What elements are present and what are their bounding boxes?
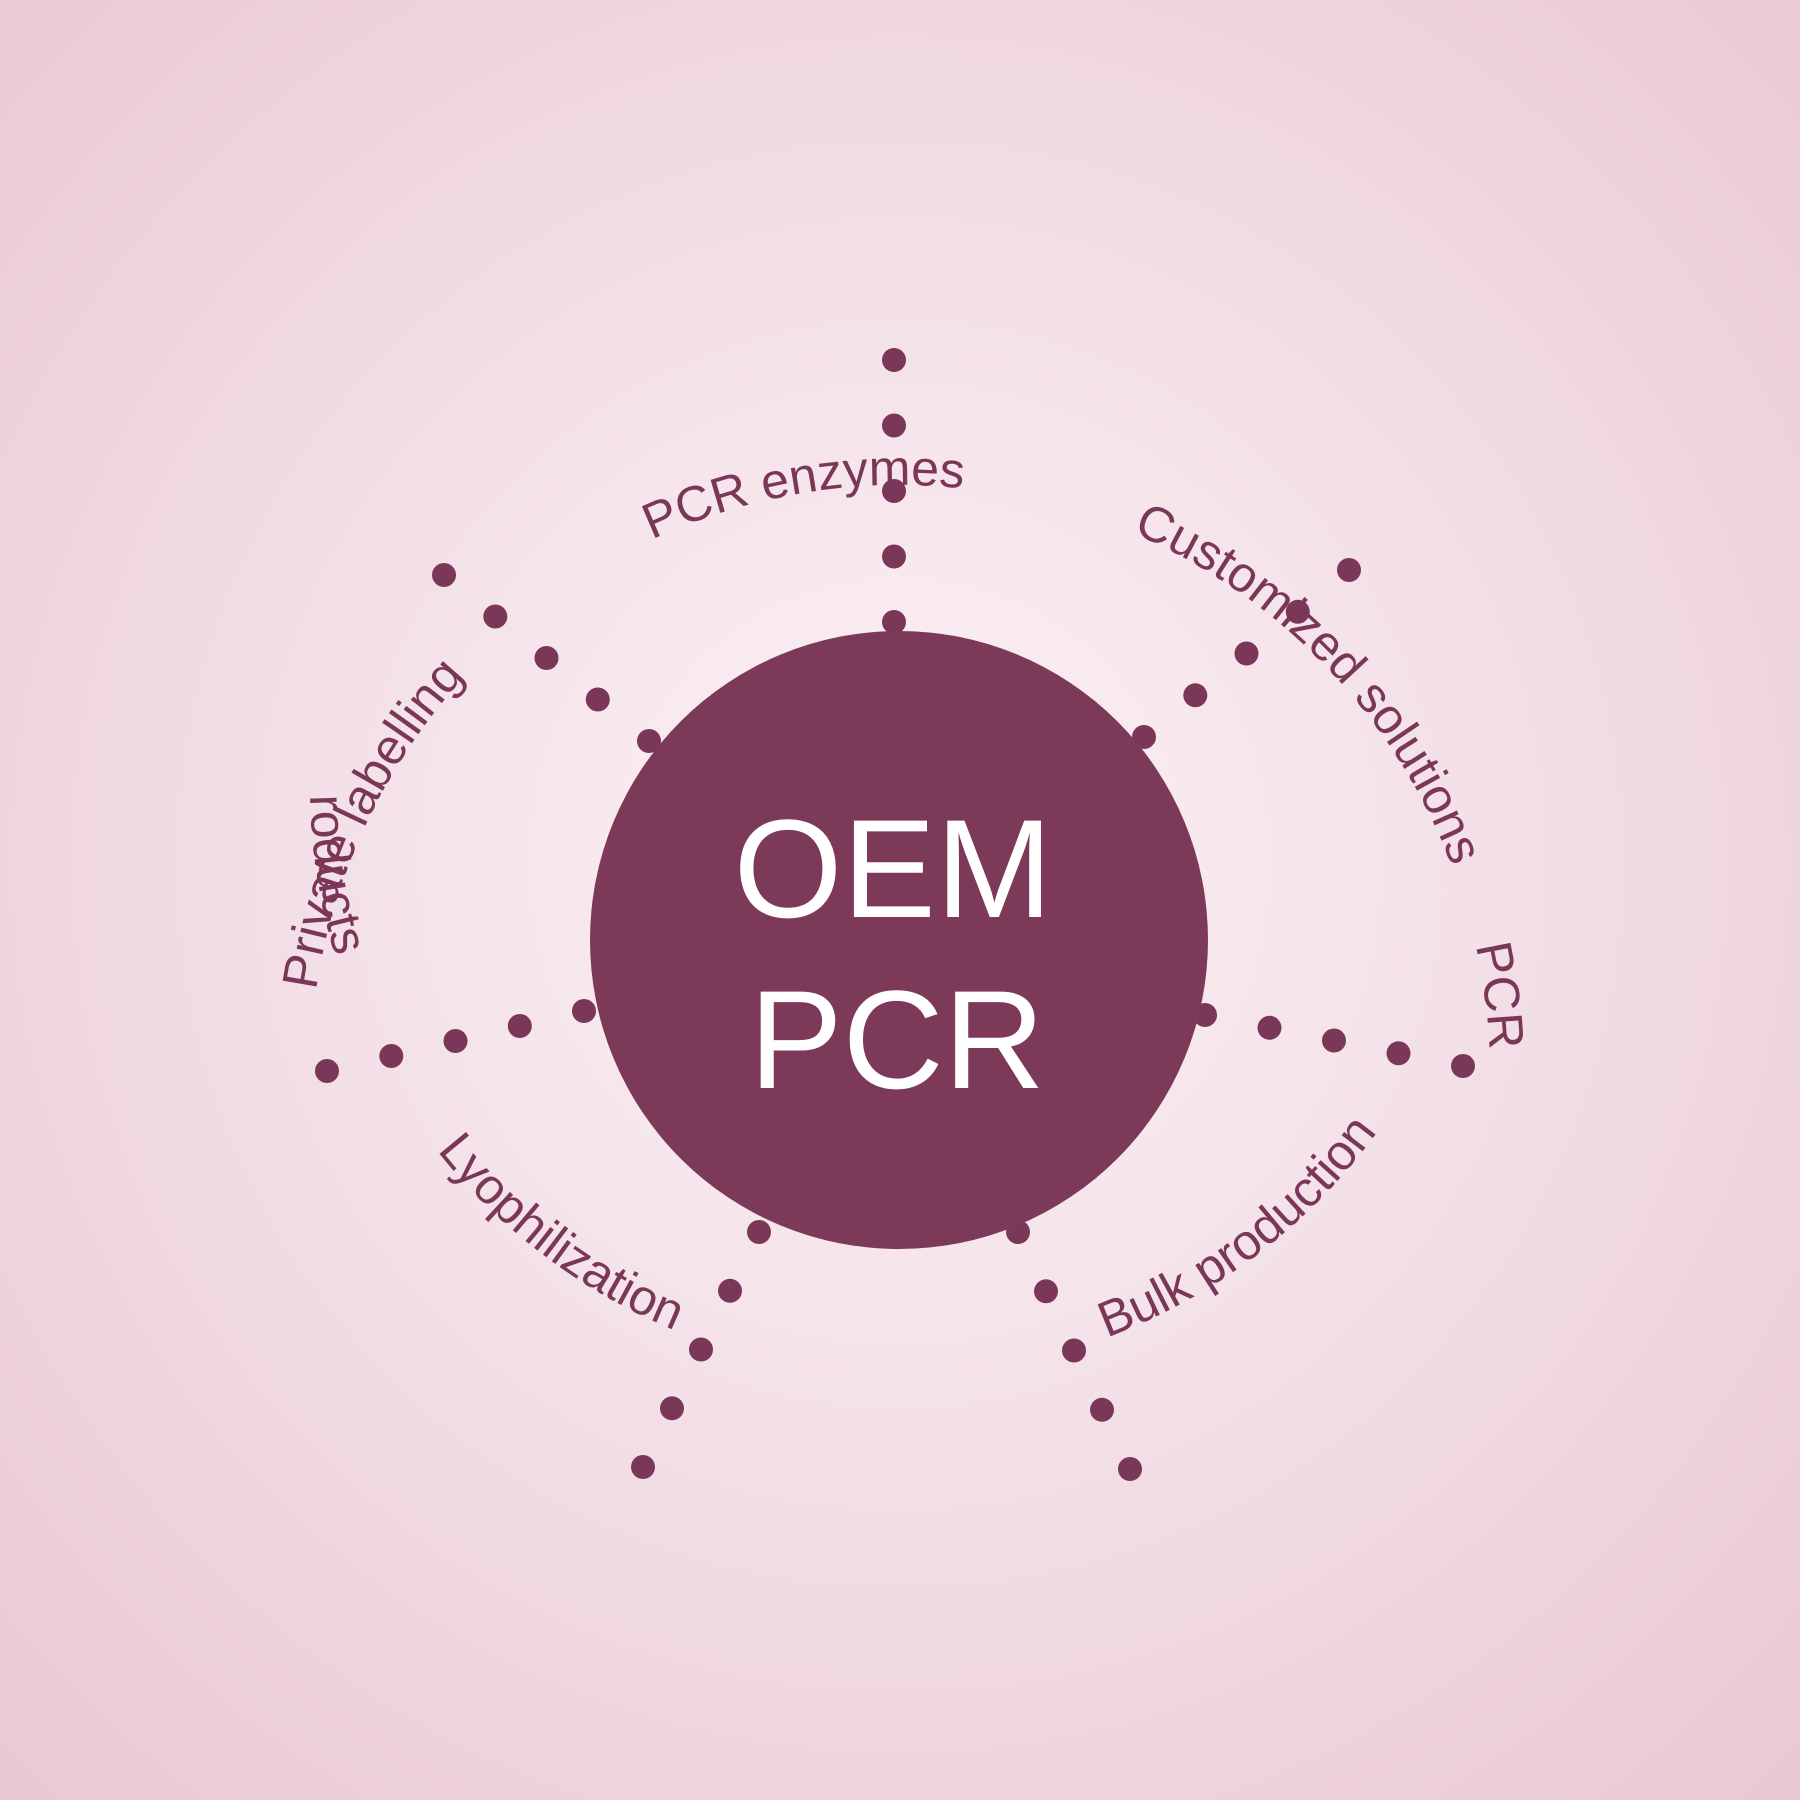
connector-dot — [1386, 1041, 1411, 1066]
connector-dot — [1062, 1338, 1086, 1363]
label-customized-solutions: Customized solutions — [1128, 492, 1494, 871]
connector-dot — [631, 1455, 655, 1479]
connector-dot — [534, 646, 559, 670]
center-title-pcr: PCR — [749, 961, 1045, 1118]
label-lyophilization: Lyophilization — [428, 1122, 692, 1340]
connector-dot — [689, 1337, 713, 1362]
connector-dot — [747, 1220, 771, 1244]
connector-dot — [660, 1396, 684, 1421]
label-bulk-production: Bulk production — [1090, 1105, 1386, 1348]
connector-dots — [315, 348, 1475, 1481]
connector-dot — [882, 348, 906, 372]
connector-dot — [483, 604, 508, 629]
center-circle — [590, 631, 1208, 1249]
connector-dot — [1034, 1279, 1058, 1304]
connector-dot — [637, 729, 661, 753]
connector-dot — [882, 610, 906, 634]
connector-dot — [1322, 1028, 1346, 1053]
connector-dot — [507, 1014, 532, 1038]
connector-dot — [1337, 558, 1361, 582]
connector-dot — [585, 687, 610, 712]
label-pcr-enzymes: PCR enzymes — [634, 440, 967, 550]
connector-dot — [1183, 683, 1208, 708]
connector-dot — [432, 563, 456, 587]
connector-dot — [1285, 599, 1310, 624]
connector-dot — [572, 999, 596, 1023]
connector-dot — [882, 544, 906, 569]
connector-dot — [718, 1278, 742, 1303]
connector-dot — [379, 1044, 404, 1068]
connector-dot — [443, 1029, 468, 1053]
center-title-oem: OEM — [734, 790, 1053, 947]
connector-dot — [1132, 725, 1156, 749]
connector-dot — [1118, 1457, 1142, 1481]
connector-dot — [882, 479, 906, 503]
connector-dot — [882, 413, 906, 438]
connector-dot — [315, 1059, 339, 1083]
connector-dot — [1090, 1397, 1114, 1422]
connector-dot — [1257, 1015, 1282, 1040]
connector-dot — [1234, 641, 1259, 666]
connector-dot — [1451, 1054, 1475, 1078]
